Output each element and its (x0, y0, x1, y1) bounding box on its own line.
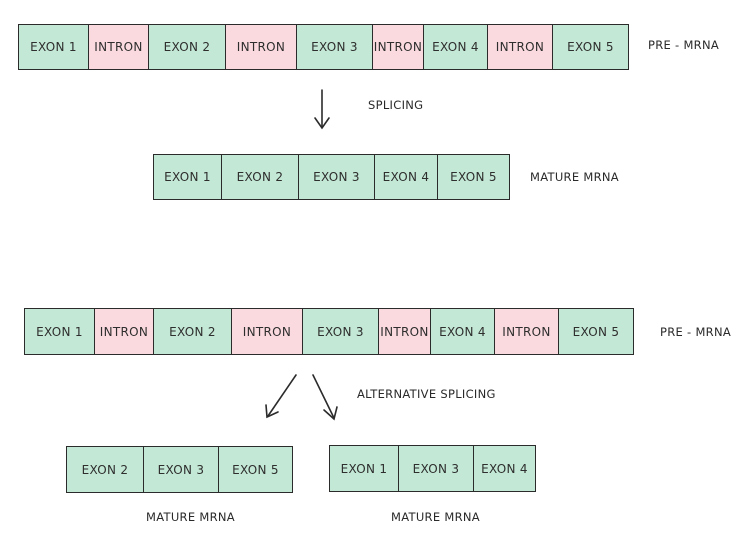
intron-segment: INTRON (495, 309, 559, 354)
exon-segment: EXON 1 (154, 155, 222, 199)
exon-segment: EXON 3 (399, 446, 474, 491)
top-pre-mrna-strand: EXON 1 INTRON EXON 2 INTRON EXON 3 INTRO… (18, 24, 629, 70)
exon-segment: EXON 3 (303, 309, 379, 354)
alternative-splicing-label: ALTERNATIVE SPLICING (357, 387, 496, 401)
bottom-mature-mrna-left-label: MATURE MRNA (146, 510, 235, 524)
exon-segment: EXON 1 (19, 25, 89, 69)
exon-segment: EXON 3 (299, 155, 375, 199)
exon-segment: EXON 2 (149, 25, 226, 69)
bottom-mature-mrna-right-label: MATURE MRNA (391, 510, 480, 524)
exon-segment: EXON 4 (375, 155, 438, 199)
top-mature-mrna-strand: EXON 1 EXON 2 EXON 3 EXON 4 EXON 5 (153, 154, 510, 200)
exon-segment: EXON 2 (67, 447, 144, 492)
exon-segment: EXON 5 (438, 155, 509, 199)
exon-segment: EXON 3 (297, 25, 373, 69)
intron-segment: INTRON (95, 309, 154, 354)
bottom-pre-mrna-label: PRE - MRNA (660, 325, 732, 339)
exon-segment: EXON 5 (559, 309, 633, 354)
exon-segment: EXON 1 (330, 446, 399, 491)
intron-segment: INTRON (232, 309, 303, 354)
bottom-mature-mrna-left-strand: EXON 2 EXON 3 EXON 5 (66, 446, 293, 493)
intron-segment: INTRON (89, 25, 149, 69)
alternative-splicing-left-arrow (265, 374, 297, 419)
exon-segment: EXON 2 (154, 309, 232, 354)
intron-segment: INTRON (379, 309, 431, 354)
exon-segment: EXON 4 (424, 25, 488, 69)
splicing-arrow (314, 89, 330, 130)
intron-segment: INTRON (373, 25, 424, 69)
splicing-label: SPLICING (368, 98, 424, 112)
bottom-mature-mrna-right-strand: EXON 1 EXON 3 EXON 4 (329, 445, 536, 492)
intron-segment: INTRON (226, 25, 297, 69)
exon-segment: EXON 2 (222, 155, 299, 199)
top-mature-mrna-label: MATURE MRNA (530, 170, 619, 184)
exon-segment: EXON 3 (144, 447, 219, 492)
exon-segment: EXON 1 (25, 309, 95, 354)
intron-segment: INTRON (488, 25, 553, 69)
top-pre-mrna-label: PRE - MRNA (648, 38, 720, 52)
alternative-splicing-right-arrow (312, 374, 338, 421)
exon-segment: EXON 5 (553, 25, 628, 69)
exon-segment: EXON 4 (431, 309, 495, 354)
bottom-pre-mrna-strand: EXON 1 INTRON EXON 2 INTRON EXON 3 INTRO… (24, 308, 634, 355)
exon-segment: EXON 5 (219, 447, 292, 492)
exon-segment: EXON 4 (474, 446, 535, 491)
